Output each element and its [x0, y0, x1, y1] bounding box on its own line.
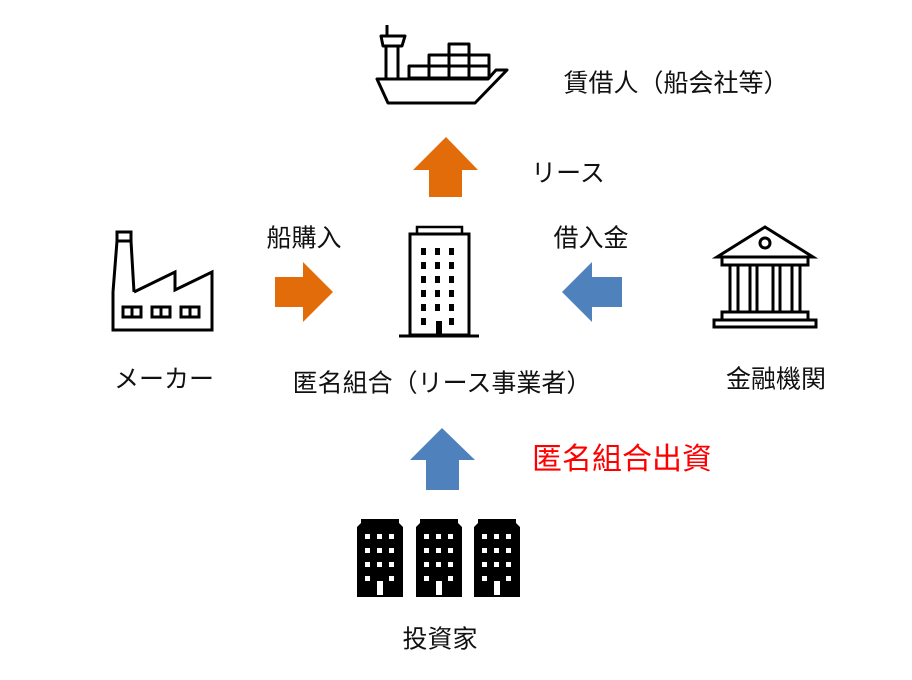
window [421, 290, 426, 297]
window [449, 318, 454, 325]
window [449, 262, 454, 269]
purchase-label: 船購入 [266, 223, 342, 253]
window [365, 576, 370, 581]
window [365, 562, 370, 567]
window [421, 248, 426, 255]
window [424, 534, 429, 539]
bank-icon [711, 225, 819, 329]
window [421, 262, 426, 269]
lessee-label: 賃借人（船会社等） [563, 68, 789, 98]
window [436, 581, 442, 595]
window [424, 548, 429, 553]
window [424, 576, 429, 581]
window [506, 548, 511, 553]
bank-label: 金融機関 [725, 364, 827, 394]
window [449, 290, 454, 297]
window [494, 581, 500, 595]
window [482, 548, 487, 553]
window [435, 276, 440, 283]
investment-arrow [410, 428, 475, 490]
window [494, 548, 499, 553]
window [449, 304, 454, 311]
purchase-arrow [275, 262, 333, 322]
window [421, 276, 426, 283]
window [448, 576, 453, 581]
window [424, 562, 429, 567]
window [436, 534, 441, 539]
lease-label: リース [531, 158, 605, 188]
window [449, 248, 454, 255]
investment-label: 匿名組合出資 [532, 442, 712, 477]
factory-icon [111, 230, 214, 332]
window [436, 562, 441, 567]
window [506, 576, 511, 581]
window [435, 262, 440, 269]
window [494, 534, 499, 539]
window [436, 548, 441, 553]
loan-arrow [562, 262, 622, 322]
window [506, 562, 511, 567]
window [365, 548, 370, 553]
window [435, 248, 440, 255]
window [435, 304, 440, 311]
partnership-label: 匿名組合（リース事業者） [292, 368, 592, 398]
investor-label: 投資家 [402, 624, 478, 654]
window [506, 534, 511, 539]
window [435, 290, 440, 297]
window [377, 562, 382, 567]
maker-label: メーカー [113, 364, 215, 394]
window [482, 562, 487, 567]
window [389, 562, 394, 567]
window [436, 321, 442, 335]
window [389, 576, 394, 581]
window [494, 562, 499, 567]
window [421, 318, 426, 325]
window [365, 534, 370, 539]
lease-arrow [413, 137, 478, 197]
window [448, 534, 453, 539]
window [482, 534, 487, 539]
window [448, 548, 453, 553]
window [377, 534, 382, 539]
window [448, 562, 453, 567]
ship-icon [375, 25, 509, 105]
office-building-icon [399, 225, 479, 338]
buildings-icon [357, 519, 520, 597]
window [377, 581, 383, 595]
window [389, 548, 394, 553]
window [482, 576, 487, 581]
window [389, 534, 394, 539]
window [377, 548, 382, 553]
window [421, 304, 426, 311]
window [449, 276, 454, 283]
loan-label: 借入金 [553, 223, 629, 253]
